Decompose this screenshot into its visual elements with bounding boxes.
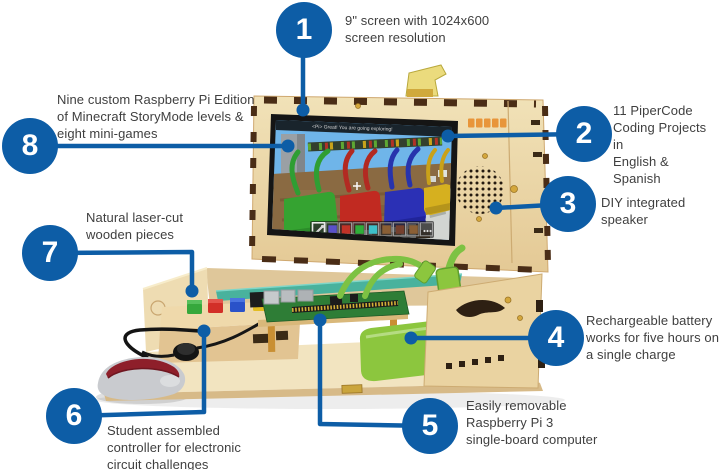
raspberry-pi — [258, 289, 410, 353]
acrylic-latch — [405, 64, 447, 97]
callout-5-badge: 5 — [402, 398, 458, 454]
callout-4-label: Rechargeable battery works for five hour… — [586, 313, 720, 362]
callout-lines — [27, 37, 587, 429]
callout-5-label: Easily removable Raspberry Pi 3 single-b… — [466, 398, 598, 447]
callout-6-badge: 6 — [46, 388, 102, 444]
callout-7-badge: 7 — [22, 225, 78, 281]
speaker-grille — [456, 166, 504, 214]
mouse — [97, 327, 201, 400]
front-edge — [104, 383, 543, 401]
hotbar — [310, 221, 434, 238]
callout-7-label: Natural laser-cut wooden pieces — [86, 210, 184, 242]
minecraft-scene: <Pi> Great! You are going exploring! — [272, 120, 452, 240]
callout-2-label: 11 PiperCode Coding Projects in English … — [613, 103, 707, 186]
callout-2-badge: 2 — [556, 106, 612, 162]
callout-3-label: DIY integrated speaker — [601, 195, 686, 227]
right-panel — [423, 273, 545, 389]
screen-chat-text: <Pi> Great! You are going exploring! — [312, 124, 393, 133]
brass-screws — [355, 103, 518, 222]
callout-8-badge: 8 — [2, 118, 58, 174]
screen-lid: <Pi> Great! You are going exploring! — [249, 64, 551, 273]
callout-4-badge: 4 — [528, 310, 584, 366]
green-cables — [337, 244, 466, 299]
callout-6-label: Student assembled controller for electro… — [107, 423, 241, 470]
yellow-machine — [424, 148, 451, 215]
callout-8-label: Nine custom Raspberry Pi Edition of Mine… — [57, 92, 255, 141]
piper-logo-icon — [468, 118, 507, 128]
callout-1-label: 9" screen with 1024x600 screen resolutio… — [345, 13, 490, 45]
callout-1-badge: 1 — [276, 2, 332, 58]
crosshair — [353, 182, 361, 190]
callout-3-badge: 3 — [540, 176, 596, 232]
